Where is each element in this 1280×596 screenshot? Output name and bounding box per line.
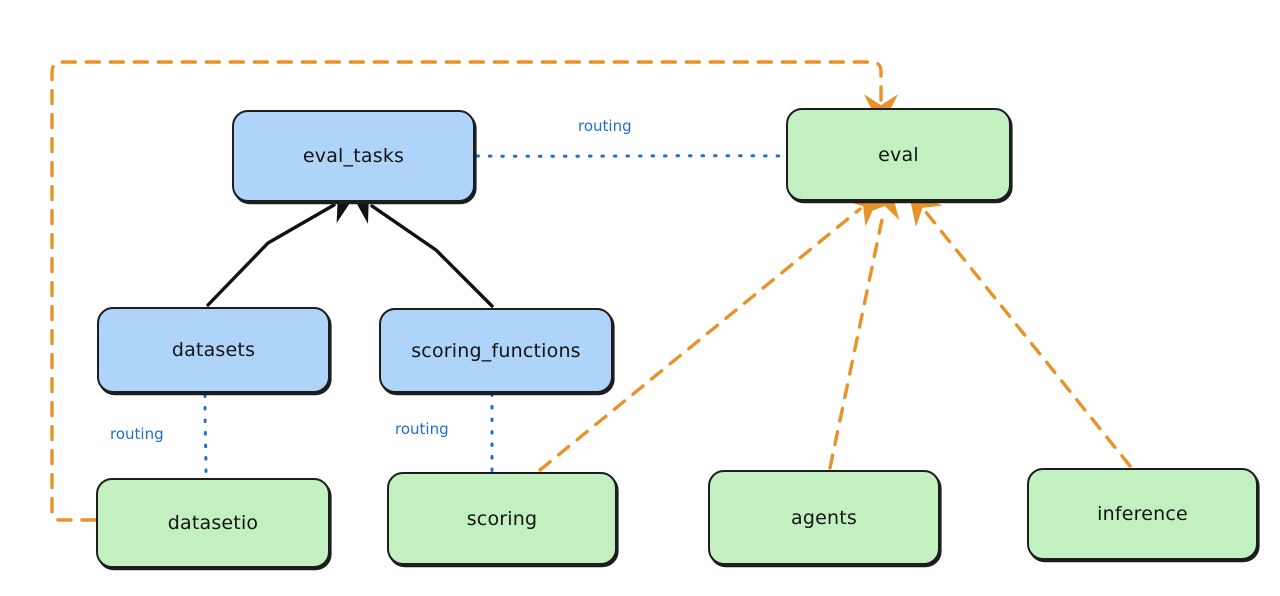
edge-scoring-functions-to-eval-tasks bbox=[349, 190, 494, 308]
edge-inference-to-eval bbox=[907, 189, 1132, 468]
node-scoring-functions-label: scoring_functions bbox=[411, 339, 581, 362]
edge-datasetio-to-eval bbox=[50, 60, 898, 522]
node-datasets[interactable]: datasets bbox=[97, 307, 330, 393]
edge-routing-eval-tasks-to-eval bbox=[475, 154, 786, 158]
edge-scoring-to-eval bbox=[538, 191, 882, 472]
edge-routing-datasets-to-datasetio bbox=[203, 393, 208, 479]
edge-datasets-to-eval-tasks bbox=[206, 191, 358, 307]
node-scoring-functions[interactable]: scoring_functions bbox=[379, 308, 613, 393]
edge-label-routing-datasets-datasetio: routing bbox=[110, 425, 164, 443]
edge-label-routing-scoring-functions-scoring: routing bbox=[395, 420, 449, 438]
node-agents[interactable]: agents bbox=[708, 470, 940, 565]
node-scoring[interactable]: scoring bbox=[387, 472, 617, 565]
node-scoring-label: scoring bbox=[466, 507, 538, 530]
node-eval-tasks-label: eval_tasks bbox=[302, 145, 405, 167]
node-inference[interactable]: inference bbox=[1027, 468, 1258, 560]
node-eval-tasks[interactable]: eval_tasks bbox=[232, 110, 475, 202]
node-datasetio[interactable]: datasetio bbox=[96, 478, 330, 568]
node-eval[interactable]: eval bbox=[786, 108, 1011, 201]
edge-agents-to-eval bbox=[828, 183, 900, 470]
node-agents-label: agents bbox=[791, 506, 857, 529]
node-eval-label: eval bbox=[878, 143, 919, 166]
edge-label-routing-eval-tasks-eval: routing bbox=[578, 117, 632, 135]
node-datasetio-label: datasetio bbox=[167, 512, 259, 534]
node-datasets-label: datasets bbox=[171, 339, 256, 361]
node-inference-label: inference bbox=[1097, 503, 1188, 525]
